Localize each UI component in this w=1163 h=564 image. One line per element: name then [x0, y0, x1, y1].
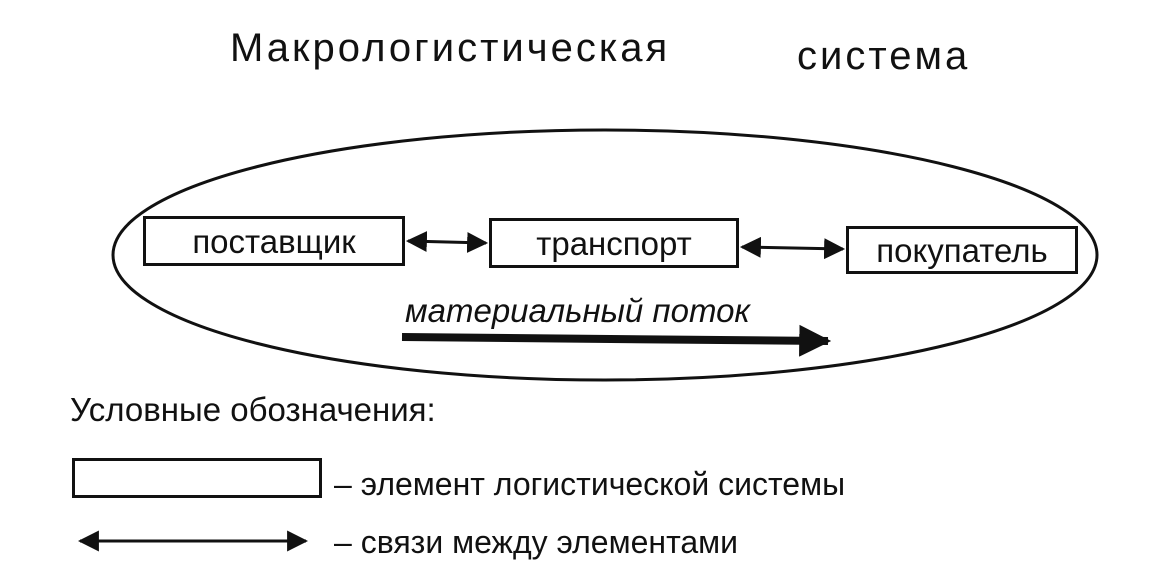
node-transport: транспорт — [489, 218, 739, 268]
legend-link-label: – связи между элементами — [334, 524, 739, 560]
macro-system-ellipse — [111, 128, 1099, 382]
node-transport-label: транспорт — [536, 224, 692, 262]
diagram-title-part-1: Макрологистическая — [230, 26, 671, 70]
legend-element-label: – элемент логистической системы — [334, 466, 846, 502]
link-arrow-transport-buyer — [739, 236, 846, 260]
material-flow-label: материальный поток — [405, 292, 751, 329]
node-supplier: поставщик — [143, 216, 405, 266]
material-flow-arrow — [401, 324, 832, 357]
diagram-title-part-2: система — [797, 34, 971, 78]
legend-title: Условные обозначения: — [70, 391, 436, 428]
node-supplier-label: поставщик — [192, 222, 356, 260]
node-buyer-label: покупатель — [876, 231, 1048, 269]
legend-element-box — [72, 458, 322, 498]
node-buyer: покупатель — [846, 226, 1078, 274]
link-arrow-supplier-transport — [405, 230, 489, 254]
